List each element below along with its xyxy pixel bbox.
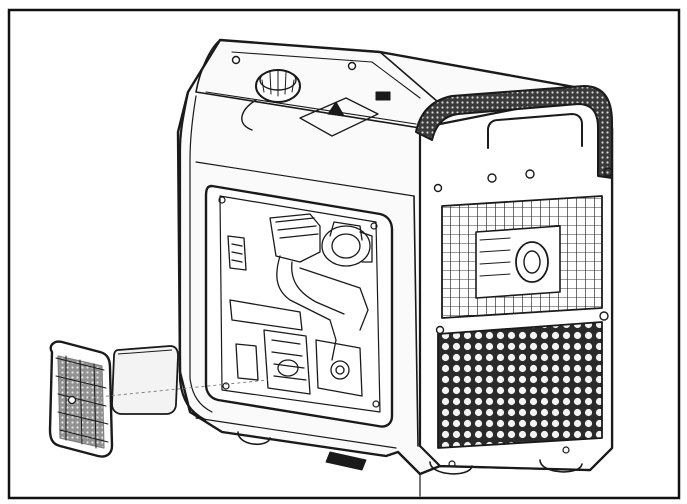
bolt [347, 61, 357, 71]
alignment-guide [87, 379, 269, 399]
foot [237, 431, 271, 445]
bolt [525, 169, 535, 179]
air-filter-cover-icon [48, 340, 114, 458]
foot [539, 459, 583, 473]
air-filter-foam-icon [111, 345, 179, 415]
bolt [599, 311, 609, 321]
bolt [487, 173, 497, 183]
left-end-cap [178, 90, 207, 422]
top-label-plate [299, 97, 379, 137]
engine-components [227, 213, 373, 397]
carry-handle [415, 85, 613, 179]
fan-boss [515, 241, 549, 283]
lower-vent-grille [437, 321, 603, 449]
generator-icon [176, 38, 614, 497]
bolt [231, 55, 241, 65]
bolt [433, 183, 443, 193]
bolt [603, 167, 613, 177]
foot [429, 461, 473, 475]
